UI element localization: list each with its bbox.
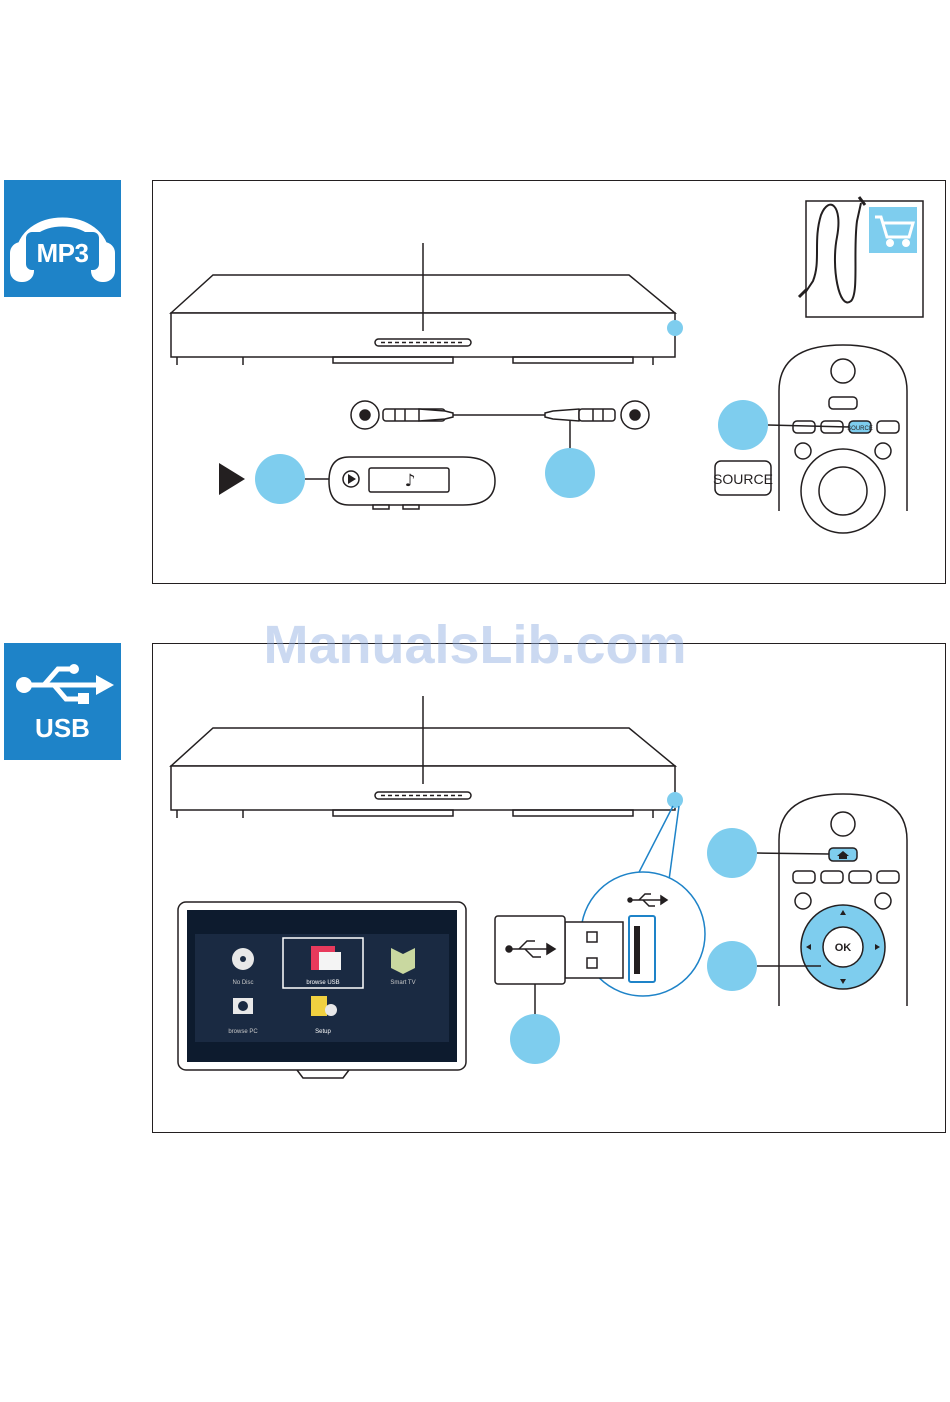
callout-step-insert [510, 1014, 560, 1064]
watermark: ManualsLib.com [0, 614, 950, 676]
tv-display [178, 902, 466, 1078]
tv-menu-item-browse-usb: browse USB [306, 980, 339, 986]
play-icon [219, 463, 245, 495]
usb-flash-drive [495, 916, 623, 984]
remote-control [779, 345, 907, 533]
callout-step-home [707, 828, 757, 878]
callout-step-cable [545, 448, 595, 498]
usb-label: USB [4, 713, 121, 744]
mp3-badge: MP3 [4, 180, 121, 297]
tv-menu-item-browse-pc: browse PC [228, 1029, 258, 1035]
mp3-label: MP3 [4, 238, 121, 269]
callout-step-source [718, 400, 768, 450]
aux-in-port-marker [667, 320, 683, 336]
remote-control [779, 794, 907, 1006]
source-button-label: SOURCE [713, 471, 773, 487]
callout-step-navigate [707, 941, 757, 991]
tv-menu-item-setup: Setup [315, 1029, 331, 1035]
accessory-box [799, 197, 923, 317]
callout-step-play [255, 454, 305, 504]
setup-icon [311, 996, 327, 1016]
usb-connection-panel: No Disc browse USB Smart TV browse PC Se… [152, 643, 946, 1133]
mp3-connection-panel: ♪ SOURCE SOURCE [152, 180, 946, 584]
music-note-icon: ♪ [405, 471, 416, 491]
remote-ok-label: OK [835, 942, 852, 954]
tv-menu-item-smart-tv: Smart TV [390, 980, 415, 986]
audio-cable [351, 401, 649, 429]
mp3-diagram: ♪ SOURCE SOURCE [153, 181, 945, 583]
remote-source-key-label: SOURCE [847, 426, 873, 432]
tv-menu-item-no-disc: No Disc [232, 980, 253, 986]
usb-diagram: No Disc browse USB Smart TV browse PC Se… [153, 644, 945, 1132]
usb-port-marker [667, 792, 683, 808]
usb-port [629, 916, 655, 982]
